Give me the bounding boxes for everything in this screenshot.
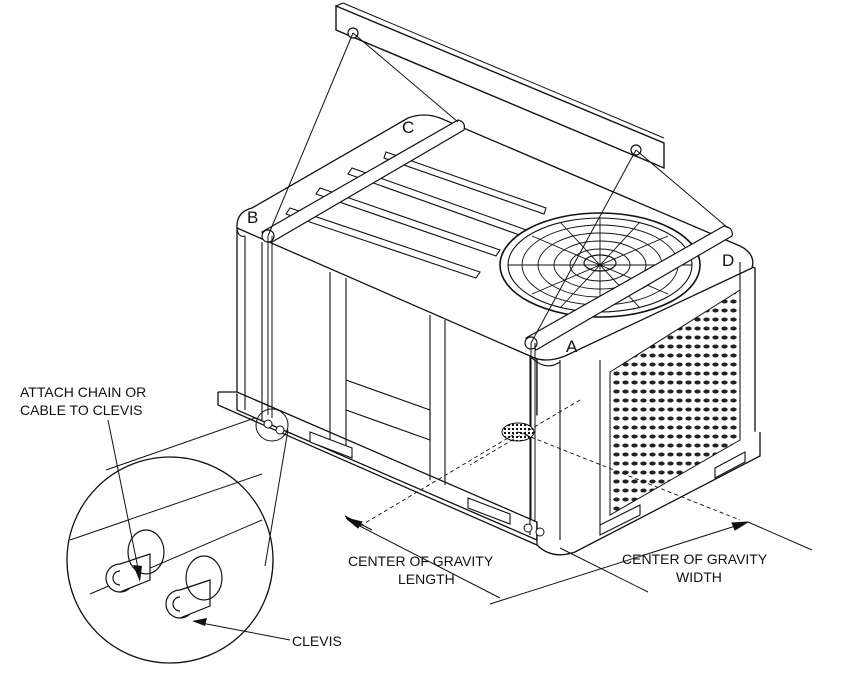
attach-callout-line2: CABLE TO CLEVIS xyxy=(20,402,142,418)
top-louvers xyxy=(285,151,547,279)
lift-point-label-c: C xyxy=(402,118,414,137)
clevis-pin-right xyxy=(165,555,223,619)
cg-length-label-line1: CENTER OF GRAVITY xyxy=(348,553,494,569)
cg-length-dimension xyxy=(344,515,501,599)
attach-callout-line1: ATTACH CHAIN OR xyxy=(20,384,146,400)
lift-point-label-a: A xyxy=(566,337,578,356)
clevis-callout: CLEVIS xyxy=(292,633,342,649)
cg-width-label-line1: CENTER OF GRAVITY xyxy=(622,551,768,567)
condenser-grille xyxy=(609,289,741,516)
cg-width-dimension xyxy=(489,521,813,605)
cg-reference-lines xyxy=(359,399,741,527)
clevis-detail-view xyxy=(66,417,291,664)
forklift-pockets xyxy=(309,431,746,536)
clevis-detail-ring xyxy=(255,408,289,442)
lift-point-label-d: D xyxy=(722,251,734,270)
clevis-pin-left xyxy=(105,529,165,593)
lifting-bars xyxy=(261,119,733,351)
cg-width-label-line2: WIDTH xyxy=(676,569,722,585)
rigging-cables xyxy=(267,32,729,522)
cg-length-label-line2: LENGTH xyxy=(398,571,455,587)
lift-point-label-b: B xyxy=(247,208,258,227)
